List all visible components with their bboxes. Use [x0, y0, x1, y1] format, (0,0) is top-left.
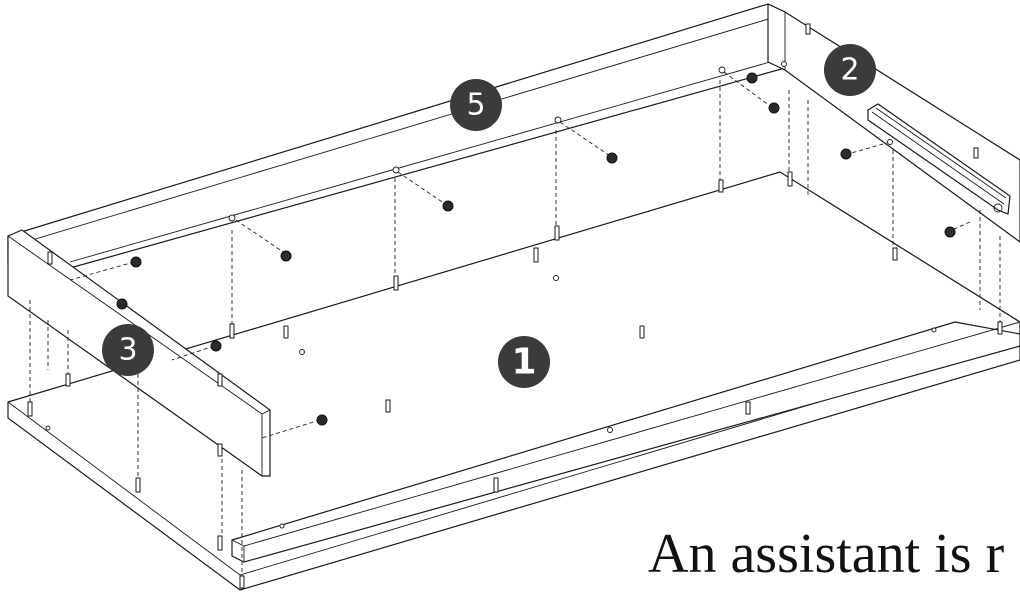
part-badge-5-label: 5	[466, 88, 485, 123]
front-rail	[231, 321, 1020, 563]
drawer-slide	[867, 103, 1011, 215]
part-badge-2: 2	[824, 44, 876, 96]
overlay-caption-text: An assistant is r	[648, 523, 1005, 585]
part-badge-1: 1	[498, 336, 550, 388]
cam-locks	[116, 72, 956, 426]
part-badge-3-label: 3	[118, 333, 137, 368]
pre-drilled-holes	[45, 61, 937, 529]
part-badge-2-label: 2	[840, 53, 859, 88]
part-badge-1-label: 1	[511, 342, 536, 383]
part-badge-3: 3	[102, 324, 154, 376]
part-badge-5: 5	[450, 79, 502, 131]
alignment-guides	[29, 71, 1001, 585]
dowel-pins	[27, 23, 1003, 589]
